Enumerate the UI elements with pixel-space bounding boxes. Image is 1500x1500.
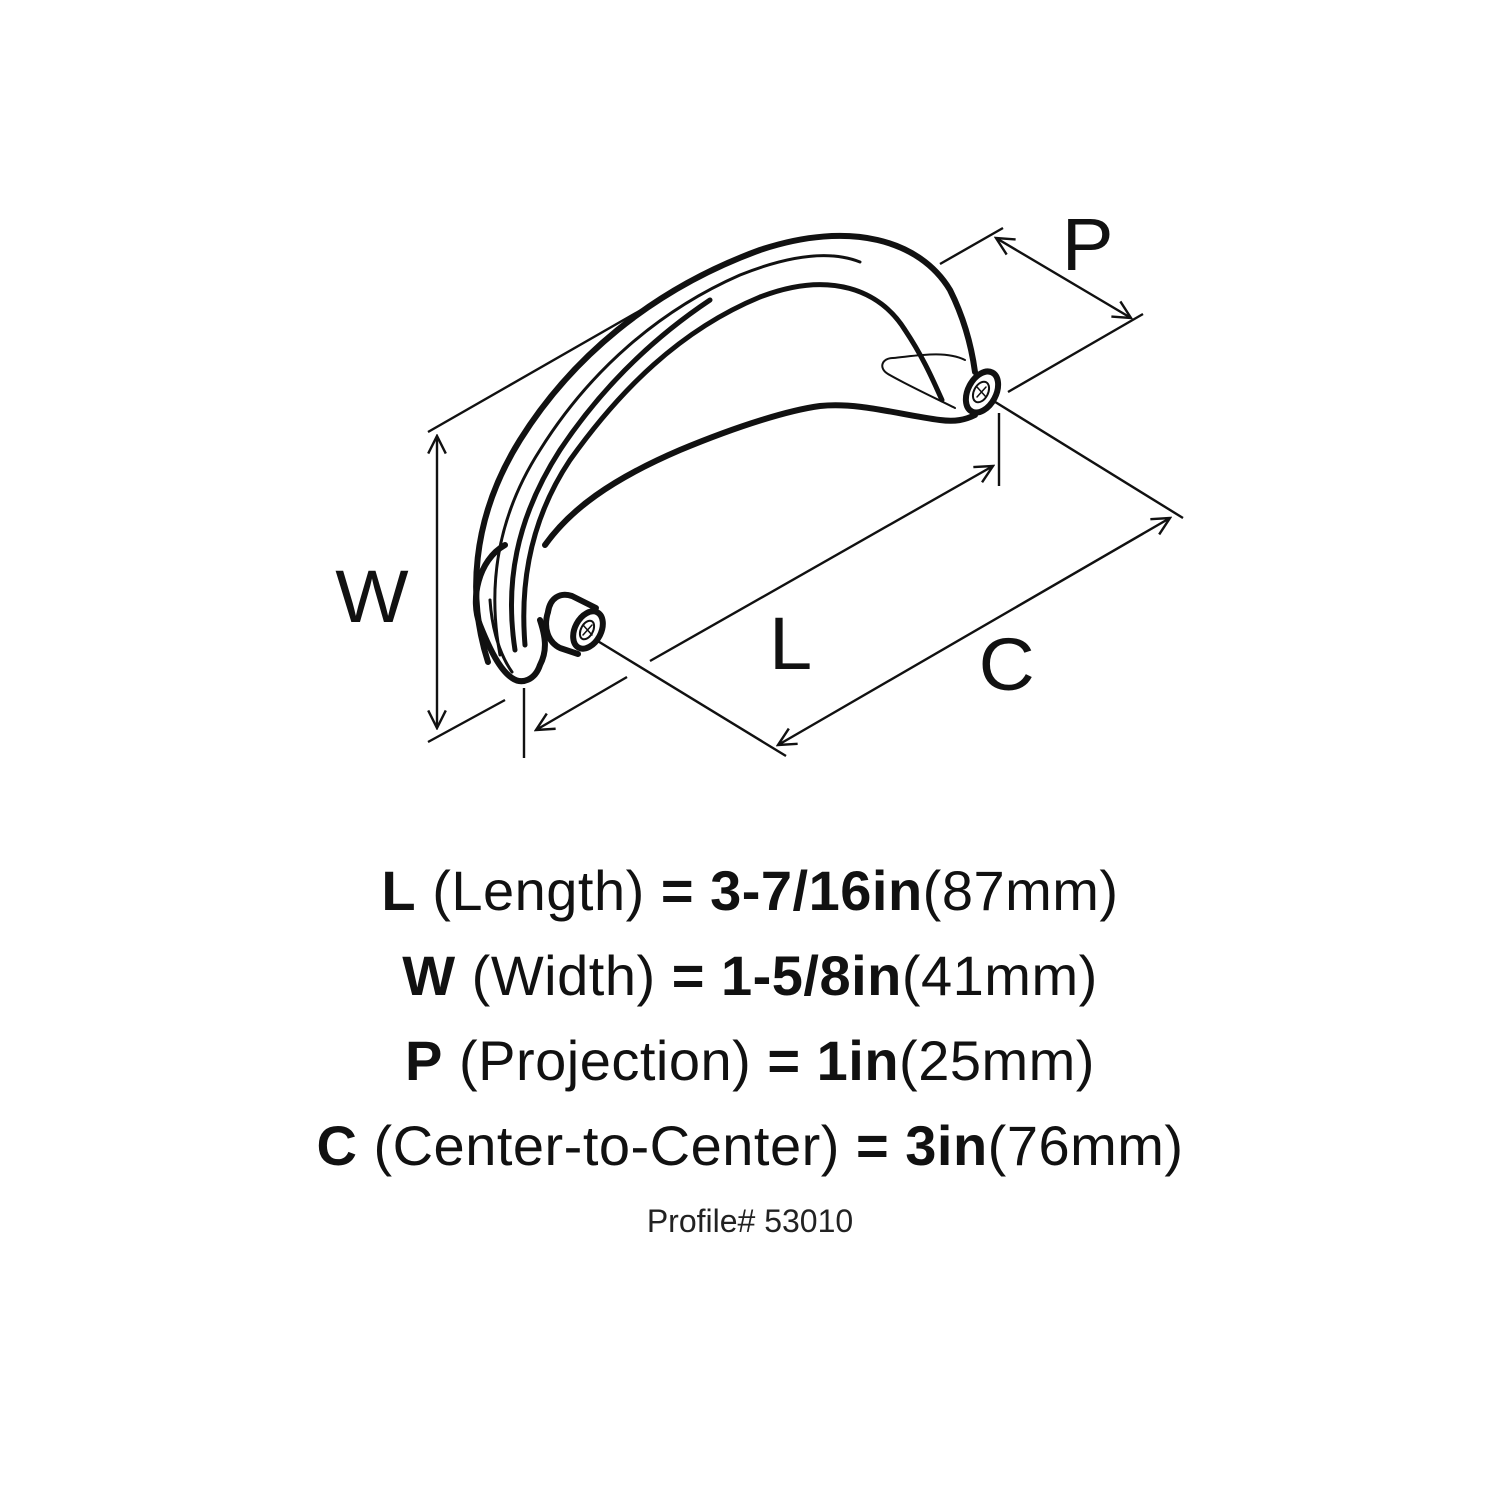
c-extension-left xyxy=(595,638,787,758)
spec-equals: = xyxy=(660,859,695,922)
spec-width: W (Width) = 1-5/8in(41mm) xyxy=(0,933,1500,1018)
spec-imperial: 1in xyxy=(816,1029,900,1092)
l-dimension-line-right xyxy=(649,466,993,663)
spec-metric: (76mm) xyxy=(987,1114,1184,1177)
handle-body xyxy=(472,232,1002,685)
c-extension-right xyxy=(991,398,1184,520)
spec-equals: = xyxy=(767,1029,801,1092)
dimension-lines xyxy=(427,226,1184,758)
spec-key: L xyxy=(381,859,417,922)
dimension-specs: L (Length) = 3-7/16in(87mm) W (Width) = … xyxy=(0,848,1500,1188)
spec-name: (Center-to-Center) xyxy=(373,1114,840,1177)
spec-projection: P (Projection) = 1in(25mm) xyxy=(0,1018,1500,1103)
spec-key: C xyxy=(316,1114,358,1177)
spec-imperial: 1-5/8in xyxy=(720,944,902,1007)
pull-handle-illustration xyxy=(0,226,1184,758)
spec-name: (Projection) xyxy=(458,1029,752,1092)
p-dimension-line xyxy=(996,238,1131,318)
spec-key: W xyxy=(402,944,456,1007)
w-extension-top xyxy=(427,296,663,434)
spec-metric: (25mm) xyxy=(899,1029,1095,1092)
dimension-label-l: L xyxy=(768,602,813,685)
p-extension-top xyxy=(939,226,1004,266)
spec-imperial: 3in xyxy=(905,1114,988,1177)
w-extension-bottom xyxy=(427,698,506,744)
dimension-label-c: C xyxy=(978,623,1035,706)
profile-number: Profile# 53010 xyxy=(646,1203,854,1239)
l-dimension-line-left xyxy=(536,675,628,730)
c-dimension-line xyxy=(778,518,1170,745)
spec-length: L (Length) = 3-7/16in(87mm) xyxy=(0,848,1500,933)
spec-equals: = xyxy=(855,1114,890,1177)
dimension-label-w: W xyxy=(335,555,409,638)
spec-imperial: 3-7/16in xyxy=(710,859,923,922)
spec-center-to-center: C (Center-to-Center) = 3in(76mm) xyxy=(0,1103,1500,1188)
spec-metric: (41mm) xyxy=(901,944,1098,1007)
spec-key: P xyxy=(405,1029,443,1092)
spec-equals: = xyxy=(671,944,705,1007)
spec-name: (Width) xyxy=(471,944,656,1007)
dimension-label-p: P xyxy=(1061,203,1114,286)
spec-name: (Length) xyxy=(432,859,645,922)
p-extension-bottom xyxy=(1007,312,1144,394)
spec-metric: (87mm) xyxy=(922,859,1119,922)
pull-dimension-drawing: P W L C xyxy=(0,203,1184,758)
